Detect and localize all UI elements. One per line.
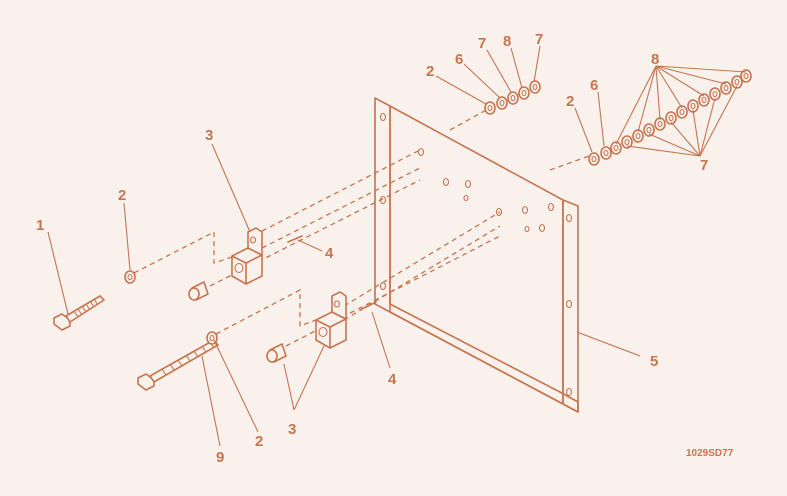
mounting-plate [374, 97, 579, 413]
leader-lines [47, 45, 747, 447]
callout-2-lower: 2 [255, 433, 263, 450]
spacers [188, 281, 287, 363]
assembly-path-lines [133, 107, 593, 347]
callout-labels: 1 2 3 4 5 2 6 7 8 7 2 6 8 7 4 3 2 9 1029… [36, 31, 734, 466]
callout-7-top-right: 7 [535, 31, 543, 48]
callout-5: 5 [650, 353, 658, 370]
callout-2-right: 2 [566, 93, 574, 110]
callout-2-left: 2 [118, 187, 126, 204]
callout-4-lower: 4 [388, 371, 397, 388]
callout-2-top: 2 [426, 63, 434, 80]
lower-lug [315, 291, 347, 349]
callout-6-top: 6 [455, 51, 463, 68]
callout-4-upper: 4 [325, 245, 334, 262]
callout-3-upper: 3 [205, 127, 213, 144]
callout-1: 1 [36, 217, 44, 234]
callout-6-right: 6 [590, 77, 598, 94]
callout-7-right: 7 [700, 157, 708, 174]
upper-lug [231, 227, 263, 285]
callout-8-right: 8 [651, 51, 659, 68]
drawing-code: 1029SD77 [686, 448, 734, 459]
upper-washer-stack [496, 80, 541, 110]
callout-8-top: 8 [503, 33, 511, 50]
callout-9: 9 [216, 449, 224, 466]
set-screws [287, 235, 377, 311]
callout-3-lower: 3 [288, 421, 296, 438]
flat-washers [124, 101, 600, 345]
long-bolt [137, 339, 219, 391]
callout-7-top-left: 7 [478, 35, 486, 52]
short-bolt [53, 295, 105, 331]
